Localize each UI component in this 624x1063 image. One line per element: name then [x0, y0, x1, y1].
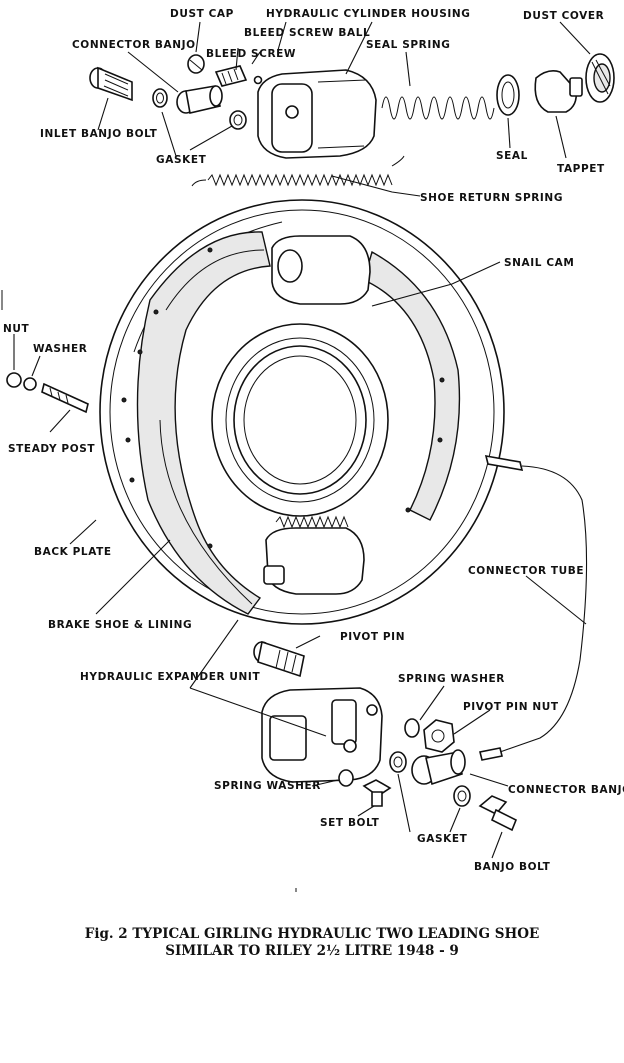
gasket-ring-2 [229, 110, 247, 130]
bleed-screw-ball-part [253, 75, 263, 85]
label-pivot-pin-nut: PIVOT PIN NUT [463, 701, 559, 713]
caption-line-2: SIMILAR TO RILEY 2½ LITRE 1948 - 9 [165, 943, 459, 959]
tappet-part [534, 70, 583, 113]
label-gasket-top: GASKET [156, 154, 207, 166]
dust-cover-part [585, 53, 615, 103]
steady-post-part [6, 372, 89, 414]
gasket-ring-1 [152, 88, 168, 108]
leader-lines [13, 21, 591, 859]
spring-washer-left-part [338, 769, 354, 787]
hydraulic-cylinder-housing-part [257, 69, 377, 159]
pivot-pin-part [253, 640, 305, 678]
label-dust-cap: DUST CAP [170, 8, 234, 20]
set-bolt-part [362, 779, 392, 807]
connector-tube-part [479, 454, 588, 761]
connector-banjo-bottom-part [411, 749, 466, 786]
label-nut: NUT [3, 323, 30, 335]
caption-line-1: Fig. 2 TYPICAL GIRLING HYDRAULIC TWO LEA… [84, 926, 540, 942]
inlet-banjo-bolt [89, 66, 133, 102]
label-set-bolt: SET BOLT [320, 817, 380, 829]
label-gasket-bottom: GASKET [417, 833, 468, 845]
connector-banjo-top-part [176, 85, 223, 114]
label-tappet: TAPPET [557, 163, 605, 175]
label-bleed-screw: BLEED SCREW [206, 48, 296, 60]
pivot-pin-nut-part [423, 719, 455, 753]
label-brake-shoe-lining: BRAKE SHOE & LINING [48, 619, 192, 631]
callout-labels: DUST CAP HYDRAULIC CYLINDER HOUSING DUST… [3, 8, 624, 873]
shoe-return-spring-top [191, 155, 405, 187]
shoe-rivets [121, 247, 445, 549]
label-bleed-screw-ball: BLEED SCREW BALL [244, 27, 370, 39]
seal-part [496, 74, 520, 116]
spring-washer-right-part [404, 718, 420, 738]
label-dust-cover: DUST COVER [523, 10, 604, 22]
label-hydraulic-cylinder-housing: HYDRAULIC CYLINDER HOUSING [266, 8, 471, 20]
label-hydraulic-expander-unit: HYDRAULIC EXPANDER UNIT [80, 671, 260, 683]
label-spring-washer-left: SPRING WASHER [214, 780, 321, 792]
label-connector-banjo-bottom: CONNECTOR BANJO [508, 784, 624, 796]
label-seal: SEAL [496, 150, 528, 162]
label-seal-spring: SEAL SPRING [366, 39, 450, 51]
label-back-plate: BACK PLATE [34, 546, 112, 558]
label-steady-post: STEADY POST [8, 443, 95, 455]
label-snail-cam: SNAIL CAM [504, 257, 574, 269]
gasket-bottom-parts [389, 751, 471, 807]
label-connector-tube: CONNECTOR TUBE [468, 565, 584, 577]
label-pivot-pin: PIVOT PIN [340, 631, 405, 643]
label-washer: WASHER [33, 343, 87, 355]
bleed-screw-part [214, 65, 248, 87]
label-inlet-banjo-bolt: INLET BANJO BOLT [40, 128, 158, 140]
label-spring-washer-right: SPRING WASHER [398, 673, 505, 685]
dust-cap-part [187, 54, 205, 74]
label-connector-banjo-top: CONNECTOR BANJO [72, 39, 196, 51]
figure-caption: Fig. 2 TYPICAL GIRLING HYDRAULIC TWO LEA… [0, 926, 624, 960]
label-shoe-return-spring: SHOE RETURN SPRING [420, 192, 563, 204]
back-plate-assembly [99, 199, 505, 625]
seal-spring-part [381, 96, 495, 120]
label-banjo-bolt: BANJO BOLT [474, 861, 551, 873]
banjo-bolt-part [478, 795, 518, 832]
